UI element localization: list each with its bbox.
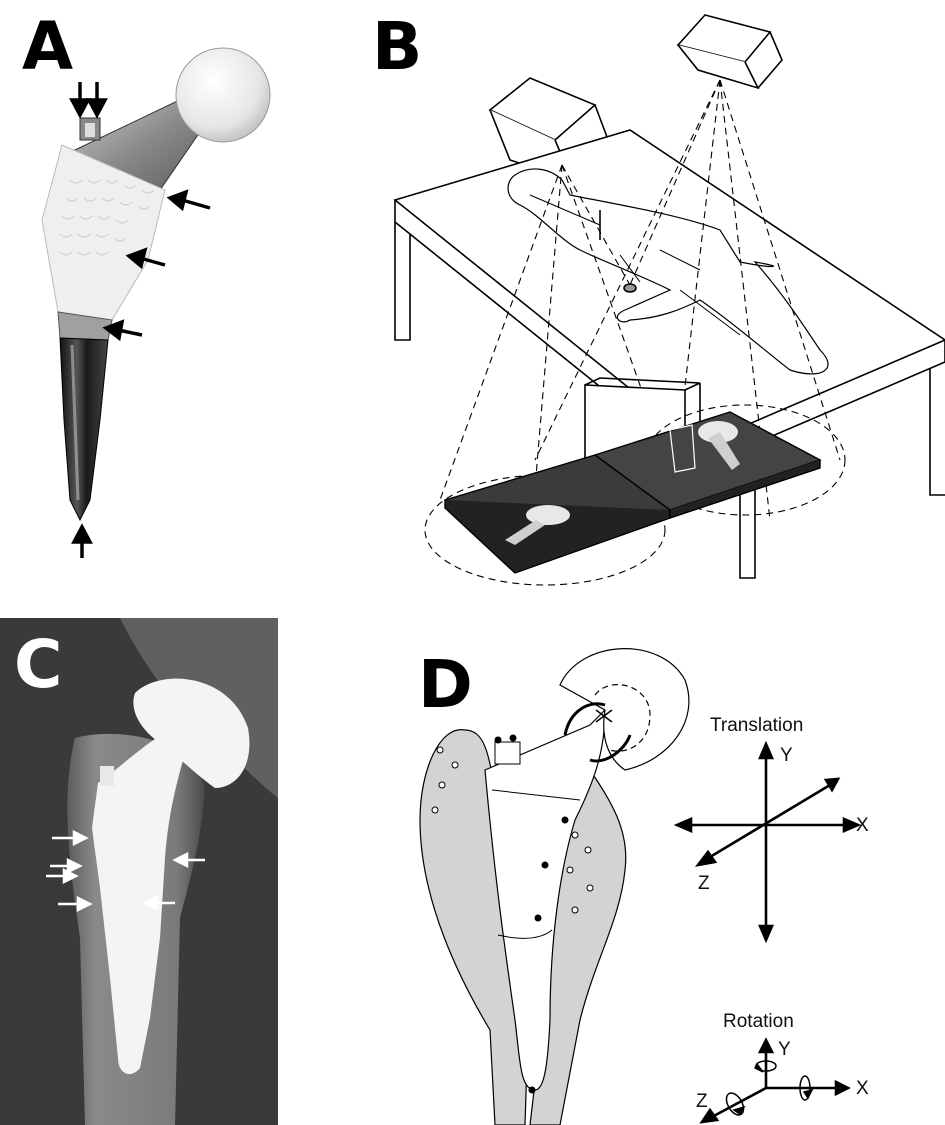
migration-schematic (380, 620, 945, 1125)
translation-title: Translation (710, 716, 803, 736)
rotation-z-label: Z (696, 1092, 708, 1112)
rotation-x-label: X (856, 1079, 869, 1099)
xray-tube-right (678, 15, 782, 88)
rsa-setup-diagram (300, 0, 945, 600)
translation-axes (677, 744, 858, 940)
panel-b: B (300, 0, 945, 600)
femoral-head (176, 48, 270, 142)
panel-c: C (0, 618, 278, 1125)
translation-z-label: Z (698, 874, 710, 894)
rotation-arrows (723, 1061, 812, 1118)
rotation-title: Rotation (723, 1012, 794, 1032)
panel-d: D (380, 620, 945, 1125)
distal-stem (60, 338, 108, 520)
rotation-axes (702, 1040, 848, 1122)
panel-a: A (0, 0, 300, 580)
translation-y-label: Y (780, 746, 793, 766)
rotation-y-label: Y (778, 1040, 791, 1060)
hip-stem-photo (0, 0, 300, 580)
panel-c-letter: C (14, 632, 62, 698)
translation-x-label: X (856, 816, 869, 836)
